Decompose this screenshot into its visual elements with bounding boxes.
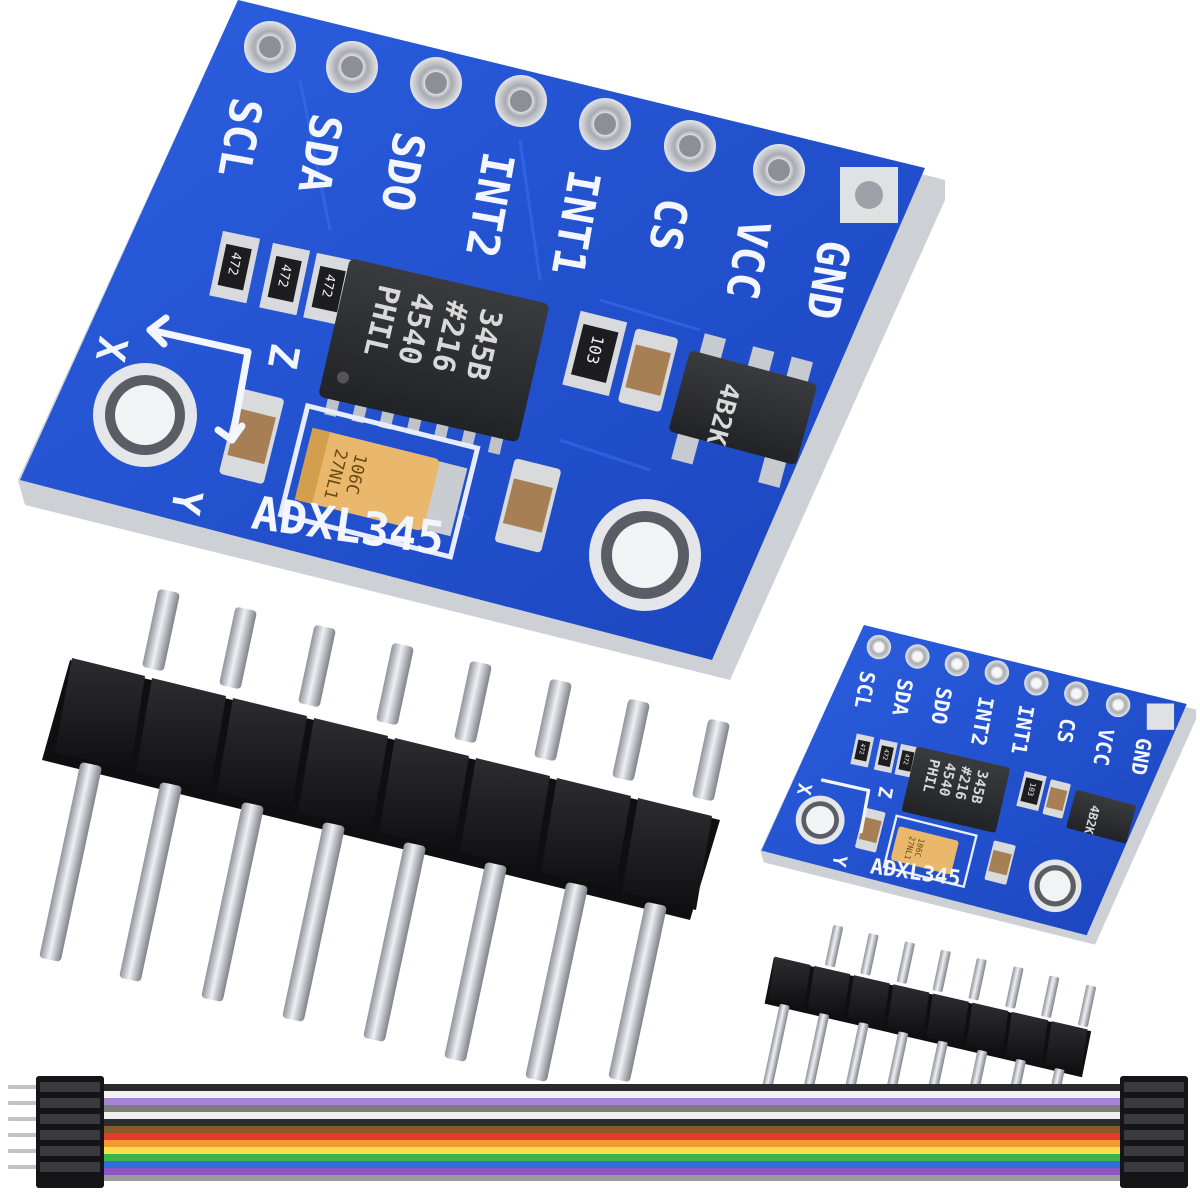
tantalum-capacitor: 106C 27NL1	[277, 402, 481, 560]
tantalum-capacitor: 106C 27NL1	[882, 814, 978, 889]
resistor-label: 472	[318, 273, 338, 299]
axis-label-y: Y	[827, 853, 850, 868]
resistor-label: 472	[857, 743, 866, 756]
ribbon-connector-left	[8, 1076, 104, 1188]
mounting-hole	[795, 795, 845, 845]
pin-pad	[753, 144, 805, 196]
axis-label-z: Z	[873, 785, 896, 800]
ceramic-capacitor	[618, 328, 678, 412]
resistor-label: 472	[224, 251, 244, 277]
pin-pad	[410, 57, 462, 109]
pin-pad	[326, 41, 378, 93]
header-blocks	[55, 658, 712, 910]
header-pins-upper	[142, 589, 730, 801]
header-pins-upper	[825, 925, 1096, 1027]
pin-label: CS	[638, 194, 697, 255]
accelerometer-chip: 345B #216 4540 PHIL	[319, 259, 549, 455]
resistor-label: 472	[881, 748, 890, 761]
header-pins-lower	[39, 762, 667, 1082]
pin-label: CS	[1052, 716, 1080, 745]
resistor-label: 472	[274, 263, 294, 289]
mounting-hole	[93, 363, 197, 467]
resistor-103: 103	[562, 310, 628, 397]
resistor-103: 103	[1016, 771, 1047, 812]
axis-marker	[146, 314, 252, 444]
ceramic-capacitor	[984, 840, 1016, 885]
pin-pad	[495, 75, 547, 127]
pin-labels: SCL SDA SDO INT2 INT1 CS VCC GND	[207, 94, 859, 323]
pin-header-large	[39, 589, 730, 1082]
resistor-label: 103	[1026, 782, 1038, 797]
pin-pad	[244, 21, 296, 73]
resistors-472: 472 472 472	[209, 230, 355, 326]
adxl345-board-small: SCL SDA SDO INT2 INT1 CS VCC GND 472 472	[760, 625, 1197, 945]
adxl345-board-large: SCL SDA SDO INT2 INT1 CS VCC GND 472 472	[18, 0, 945, 680]
mounting-hole	[589, 499, 701, 611]
mounting-hole	[1028, 859, 1082, 913]
axis-marker	[820, 778, 871, 834]
pin-pad	[579, 98, 631, 150]
chip-line: 345B	[967, 768, 990, 805]
voltage-regulator: 4B2K	[1066, 790, 1136, 844]
resistor-label: 472	[901, 753, 910, 766]
voltage-regulator: 4B2K	[669, 333, 817, 488]
ceramic-capacitor	[1042, 779, 1071, 819]
ribbon-connector-right	[1120, 1076, 1188, 1188]
axis-label-x: X	[792, 782, 815, 797]
chip-line: PHIL	[919, 757, 942, 794]
header-blocks	[768, 956, 1088, 1073]
pin-pad	[664, 120, 716, 172]
pin-pads	[244, 21, 898, 223]
pin-pads	[866, 634, 1175, 730]
chip-line: 4540	[935, 761, 958, 798]
accelerometer-chip: 345B #216 4540 PHIL	[902, 746, 1010, 833]
chip-line: #216	[951, 765, 974, 802]
ribbon-wires	[100, 1084, 1130, 1181]
pin-pad-square	[840, 167, 898, 223]
ceramic-capacitor	[495, 458, 561, 553]
resistors-472: 472 472 472	[850, 733, 919, 778]
dupont-ribbon-cable	[8, 1076, 1188, 1188]
